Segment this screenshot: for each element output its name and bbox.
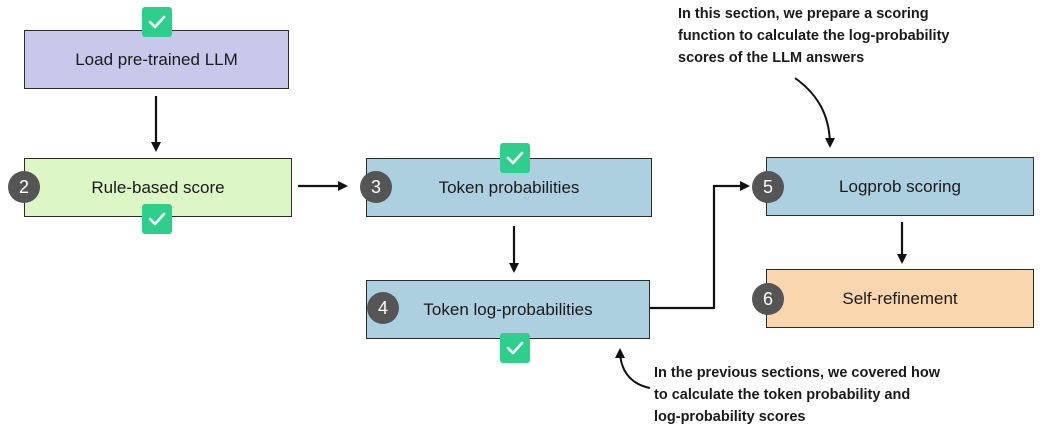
step-logprob-scoring-label: Logprob scoring (839, 176, 961, 196)
step-number-badge-3: 3 (360, 171, 392, 203)
annotation-previous-sections: In the previous sections, we covered how… (654, 365, 941, 425)
step-load-llm: Load pre-trained LLM (24, 30, 289, 89)
step-token-probabilities-label: Token probabilities (438, 177, 580, 197)
step-number-badge-6: 6 (752, 283, 784, 315)
step-rule-based-score-label: Rule-based score (91, 177, 225, 197)
step-self-refinement-label: Self-refinement (842, 288, 958, 308)
callout-arrow-previous (615, 348, 651, 389)
check-icon-token-probabilities (500, 143, 530, 173)
step-token-probabilities: Token probabilities (366, 158, 652, 217)
step-token-log-probabilities-label: Token log-probabilities (423, 299, 593, 319)
checkmark-icon (506, 341, 524, 355)
arrow-logprob-to-scoring (650, 181, 750, 310)
check-icon-load-llm (142, 7, 172, 37)
step-number-badge-4: 4 (367, 292, 399, 324)
step-load-llm-label: Load pre-trained LLM (75, 49, 238, 69)
step-number-badge-5: 5 (752, 171, 784, 203)
step-logprob-scoring: Logprob scoring (766, 157, 1034, 216)
callout-arrow-this-section (794, 77, 835, 148)
checkmark-icon (506, 151, 524, 165)
step-self-refinement: Self-refinement (766, 269, 1034, 328)
annotation-this-section: In this section, we prepare a scoring fu… (678, 6, 950, 66)
check-icon-rule-based (142, 204, 172, 234)
step-token-log-probabilities: Token log-probabilities (366, 280, 650, 339)
checkmark-icon (148, 15, 166, 29)
step-number-badge-2: 2 (8, 171, 40, 203)
check-icon-token-log-probabilities (500, 333, 530, 363)
checkmark-icon (148, 212, 166, 226)
